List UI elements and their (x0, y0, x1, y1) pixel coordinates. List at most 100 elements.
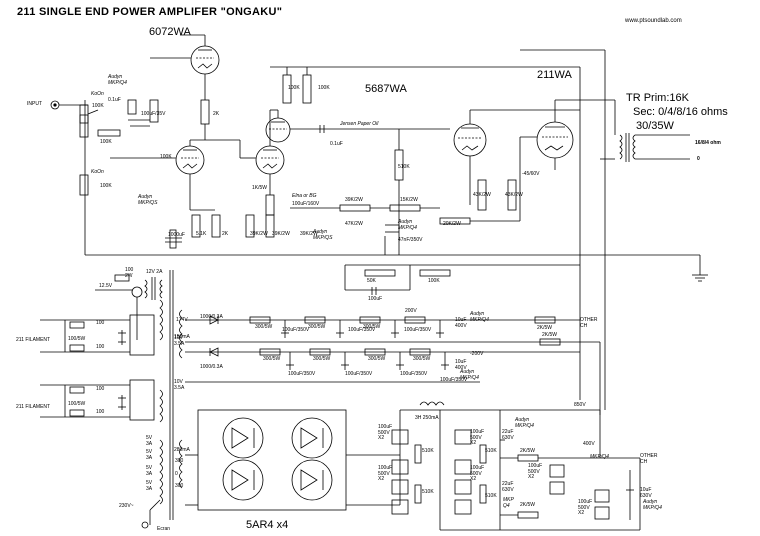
label-43k-a: 43K/2W (473, 192, 491, 198)
label-850v: 850V (574, 402, 586, 408)
label-22uf-a: 22uF 630V (502, 429, 514, 441)
cap-brand-9: Audyn MKP/Q4 (515, 417, 534, 429)
tube-211wa-label: 211WA (537, 69, 572, 81)
cap-brand-2: Audyn MKP/QS (138, 194, 158, 206)
label-100uf-500-a: 100uF 500V X2 (378, 424, 393, 441)
label-5v-c: 5V 3A (146, 465, 153, 477)
cap-brand-6: Audyn MKP/Q4 (398, 219, 417, 231)
label-100k-c: 100K (100, 183, 112, 189)
label-01uf-a: 0.1uF (108, 97, 121, 103)
label-100k-d: 100K (160, 154, 172, 160)
label-choke: 3H 250mA (415, 415, 439, 421)
label-510k-b: 510K (422, 489, 434, 495)
label-10v-a: 10V 3.5A (174, 335, 185, 347)
label-100uf-d: 100uF (368, 296, 383, 302)
label-2k-b: 2K (222, 231, 229, 237)
label-100-5w-b: 100/5W (68, 401, 86, 407)
label-174v: 174V (176, 317, 188, 323)
label-100uf-350-e: 100uF/350V (288, 371, 316, 377)
label-12-5v: 12.5V (99, 283, 113, 289)
cap-brand-elna: Elna or BG (292, 193, 317, 199)
label-bias-voltage: -45/60V (522, 171, 540, 177)
label-1000uf: 1000uF (168, 232, 185, 238)
schematic-title: 211 SINGLE END POWER AMPLIFER "ONGAKU" (17, 6, 283, 18)
label-510k-a: 510K (422, 448, 434, 454)
rectifier-tubes-label: 5AR4 x4 (246, 519, 289, 531)
label-400v: 400V (583, 441, 595, 447)
label-5v-d: 5V 3A (146, 480, 153, 492)
cap-brand-8: Audyn MKP/Q4 (460, 369, 479, 381)
label-100-c: 100 (96, 386, 105, 392)
label-5v-b: 5V 3A (146, 449, 153, 461)
label-200v: 200V (405, 308, 417, 314)
label-2k5w-d: 2K/5W (520, 502, 536, 508)
label-100k-a: 100K (92, 103, 104, 109)
cap-brand-13: MKP Q4 (503, 497, 514, 509)
label-100uf-500-c: 100uF 500V X2 (470, 429, 485, 446)
label-150ma: 150mA (174, 334, 190, 340)
cap-brand-10: Audyn MKP/Q4 (643, 499, 662, 511)
transformer-primary-label: TR Prim:16K (626, 92, 689, 104)
label-300-a: 300 (175, 458, 184, 464)
cap-brand-7: Audyn MKP/Q4 (470, 311, 489, 323)
cap-brand-11: MKP/Q4 (590, 454, 609, 460)
label-43k-b: 43K/2W (505, 192, 523, 198)
label-100-d: 100 (96, 409, 105, 415)
output-zero-label: 0 (697, 156, 700, 162)
label-22uf-b: 22uF 630V (502, 481, 514, 493)
label-100uf-350-c: 100uF/350V (404, 327, 432, 333)
label-diode-1: 1000/0.3A (200, 314, 223, 320)
website-label: www.ptsoundlab.com (625, 18, 682, 24)
label-211-filament-1: 211 FILAMENT (16, 337, 51, 343)
label-300-5w-b: 300/5W (308, 324, 326, 330)
label-100uf-500-b: 100uF 500V X2 (378, 465, 393, 482)
tube-5687wa-label: 5687WA (365, 83, 407, 95)
transformer-power-label: 30/35W (636, 120, 674, 132)
label-10uf-400-b: 10uF 400V (455, 359, 467, 371)
label-other-ch-1: OTHER CH (580, 317, 598, 329)
label-ecran: Ecran (157, 526, 171, 532)
pot-label-1: KoOn (91, 91, 104, 97)
label-100k-b: 100K (100, 139, 112, 145)
label-1k5w: 1K/5W (252, 185, 268, 191)
label-2k5w-b: 2K/5W (542, 332, 558, 338)
label-15k: 15K/2W (400, 197, 418, 203)
label-2k5w-a: 2K/5W (537, 325, 553, 331)
label-39k-d: 39K/2W (345, 197, 363, 203)
label-100uf-a: 100uF/35V (141, 111, 166, 117)
label-39k-c: 39K/2W (300, 231, 318, 237)
label-2k5w-c: 2K/5W (520, 448, 536, 454)
label-300-5w-c: 300/5W (363, 324, 381, 330)
label-100k-f: 100K (318, 85, 330, 91)
tube-6072wa-label: 6072WA (149, 26, 191, 38)
label-39k-b: 39K/2W (272, 231, 290, 237)
label-10uf-630: 10uF 630V (640, 487, 652, 499)
label-230v: 230V~ (119, 503, 134, 509)
label-diode-2: 1000/0.3A (200, 364, 223, 370)
label-39k-a: 39K/2W (250, 231, 268, 237)
label-100uf-350-b: 100uF/350V (348, 327, 376, 333)
label-5v-a: 5V 3A (146, 435, 153, 447)
label-100-b: 100 (96, 344, 105, 350)
label-20k: 20K/2W (443, 221, 461, 227)
label-510k-d: 510K (485, 493, 497, 499)
label-300-5w-h: 300/5W (413, 356, 431, 362)
label-300-5w-f: 300/5W (313, 356, 331, 362)
label-100uf-500-e: 100uF 500V X2 (528, 463, 543, 480)
pot-label-2: KoOn (91, 169, 104, 175)
label-47k: 47K/2W (345, 221, 363, 227)
label-100uf-350-g: 100uF/350V (400, 371, 428, 377)
label-2k-a: 2K (213, 111, 220, 117)
label-100-a: 100 (96, 320, 105, 326)
label-100uf-500-f: 100uF 500V X2 (578, 499, 593, 516)
output-taps-label: 16/8/4 ohm (695, 140, 721, 146)
label-100k-g: 100K (428, 278, 440, 284)
label-211-filament-2: 211 FILAMENT (16, 404, 51, 410)
label-300-5w-e: 300/5W (263, 356, 281, 362)
label-100k-e: 100K (288, 85, 300, 91)
transformer-secondary-label: Sec: 0/4/8/16 ohms (633, 106, 728, 118)
label-10uf-400: 10uF 400V (455, 317, 467, 329)
label-other-ch-2: OTHER CH (640, 453, 658, 465)
label-12v-2a: 12V 2A (146, 269, 163, 275)
